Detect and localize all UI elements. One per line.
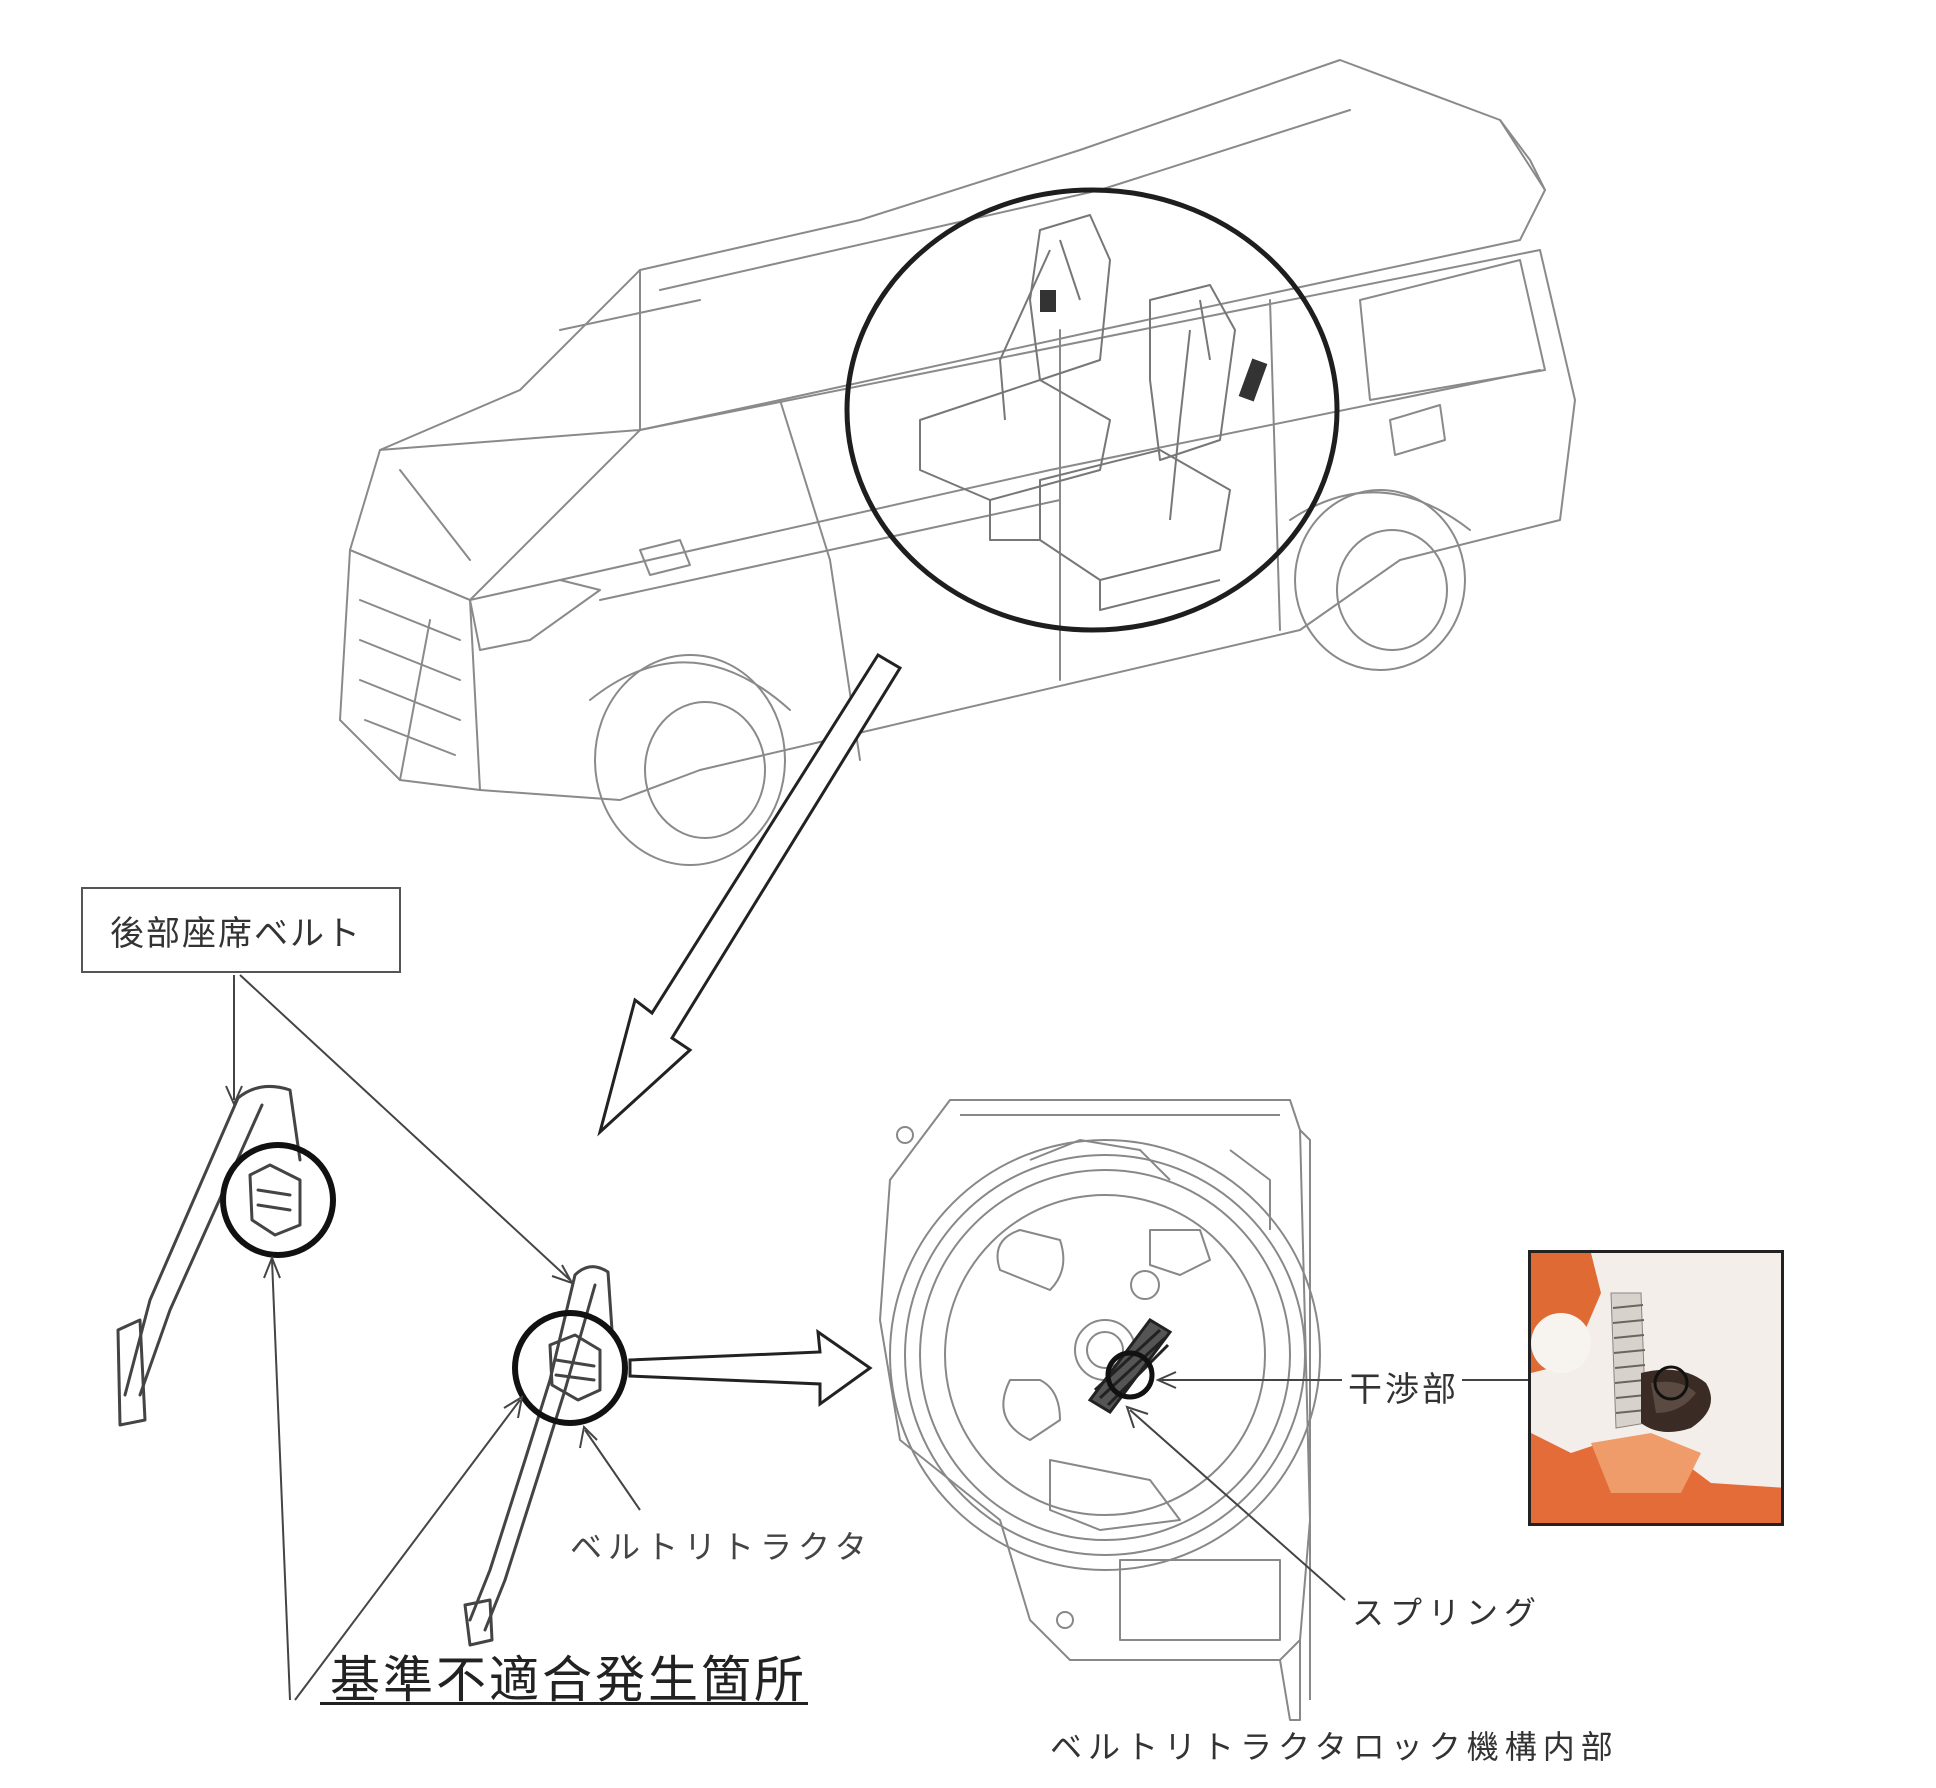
- detail-arrow: [628, 1328, 873, 1407]
- retractor-lock-mechanism-label: ベルトリトラクタロック機構内部: [1050, 1728, 1619, 1766]
- pointer-arrow-spring: [1125, 1405, 1346, 1601]
- interference-part-label: 干渉部: [1348, 1370, 1459, 1410]
- pointer-arrow-retractor: [579, 1424, 641, 1511]
- pointer-arrows-rear-belt: [225, 974, 575, 1285]
- rear-seat-belt-label-box: [81, 887, 401, 973]
- belt-assembly-center: [463, 1265, 614, 1647]
- seat-retractor-mark: [1238, 358, 1268, 402]
- spring-label: スプリング: [1352, 1594, 1543, 1632]
- enlarge-arrow: [597, 652, 903, 1137]
- retractor-lock-mechanism-illustration: [879, 1099, 1321, 1721]
- rear-seat-belt-label: 後部座席ベルト: [110, 914, 362, 954]
- spring-photo-inset: [1528, 1250, 1784, 1526]
- belt-retractor-label: ベルトリトラクタ: [570, 1528, 873, 1566]
- highlight-circle-center-retractor: [512, 1310, 628, 1426]
- highlight-circle-left-retractor: [220, 1142, 336, 1258]
- vehicle-illustration: [339, 59, 1576, 866]
- seat-illustration: [919, 214, 1236, 611]
- pointer-arrows-nonconformity: [263, 1255, 524, 1701]
- nonconformity-underline: [320, 1702, 808, 1705]
- magnifier-circle-vehicle: [844, 187, 1340, 633]
- interference-circle-mechanism: [1105, 1350, 1155, 1400]
- nonconformity-location-label: 基準不適合発生箇所: [330, 1651, 807, 1709]
- seat-retractor-mark: [1040, 290, 1056, 312]
- spring-photo: [1531, 1253, 1781, 1523]
